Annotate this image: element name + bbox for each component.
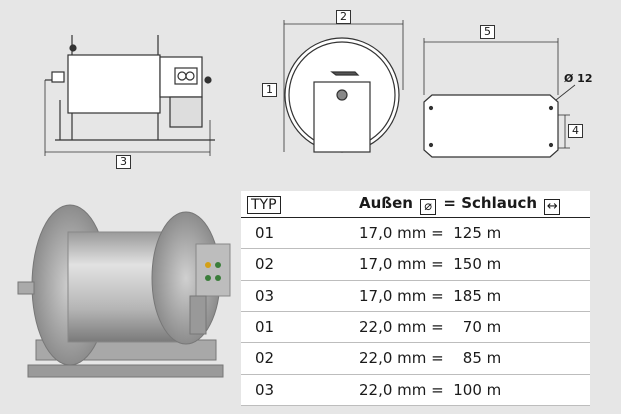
type-table-container: TYP Außen ⌀ = Schlauch ↔ 01 17,0 mm = 12… bbox=[241, 191, 590, 407]
diameter-icon: ⌀ bbox=[420, 198, 437, 215]
table-row: 02 17,0 mm = 150 m bbox=[241, 248, 590, 281]
dimension-label-3: 3 bbox=[116, 155, 131, 169]
table-row: 02 22,0 mm = 85 m bbox=[241, 342, 590, 375]
header-aussen: Außen bbox=[359, 193, 413, 212]
header-typ: TYP bbox=[241, 191, 345, 218]
dimension-label-4: 4 bbox=[568, 124, 583, 138]
table-header-row: TYP Außen ⌀ = Schlauch ↔ bbox=[241, 191, 590, 218]
row-typ: 01 bbox=[241, 311, 345, 344]
header-equals: = bbox=[443, 193, 456, 212]
table-row: 01 22,0 mm = 70 m bbox=[241, 311, 590, 344]
length-arrow-icon: ↔ bbox=[544, 198, 561, 215]
row-typ: 01 bbox=[241, 217, 345, 250]
dimension-4-5-lines bbox=[423, 38, 576, 149]
technical-drawings bbox=[44, 20, 576, 158]
row-typ: 03 bbox=[241, 280, 345, 312]
row-spec: 17,0 mm = 150 m bbox=[345, 248, 590, 281]
type-table: TYP Außen ⌀ = Schlauch ↔ 01 17,0 mm = 12… bbox=[241, 191, 590, 407]
front-view-drawing bbox=[284, 37, 400, 153]
header-spec: Außen ⌀ = Schlauch ↔ bbox=[345, 191, 590, 218]
dimension-label-2: 2 bbox=[336, 10, 351, 24]
row-spec: 17,0 mm = 185 m bbox=[345, 280, 590, 312]
dimension-1-2-lines bbox=[283, 20, 404, 152]
row-typ: 02 bbox=[241, 342, 345, 375]
row-typ: 02 bbox=[241, 248, 345, 281]
row-spec: 22,0 mm = 70 m bbox=[345, 311, 590, 344]
header-schlauch: Schlauch bbox=[461, 193, 538, 212]
side-view-drawing bbox=[45, 35, 215, 141]
hose-reel-photo bbox=[17, 204, 231, 378]
typ-header-label: TYP bbox=[247, 195, 281, 214]
row-typ: 03 bbox=[241, 374, 345, 407]
dimension-label-5: 5 bbox=[480, 25, 495, 39]
table-row: 01 17,0 mm = 125 m bbox=[241, 217, 590, 250]
table-row: 03 17,0 mm = 185 m bbox=[241, 280, 590, 312]
row-spec: 22,0 mm = 85 m bbox=[345, 342, 590, 375]
row-spec: 17,0 mm = 125 m bbox=[345, 217, 590, 250]
hole-diameter-label: Ø 12 bbox=[564, 72, 593, 85]
base-plate-drawing bbox=[423, 94, 559, 158]
dimension-3-line bbox=[44, 80, 211, 156]
dimension-label-1: 1 bbox=[262, 83, 277, 97]
table-row: 03 22,0 mm = 100 m bbox=[241, 374, 590, 407]
row-spec: 22,0 mm = 100 m bbox=[345, 374, 590, 407]
